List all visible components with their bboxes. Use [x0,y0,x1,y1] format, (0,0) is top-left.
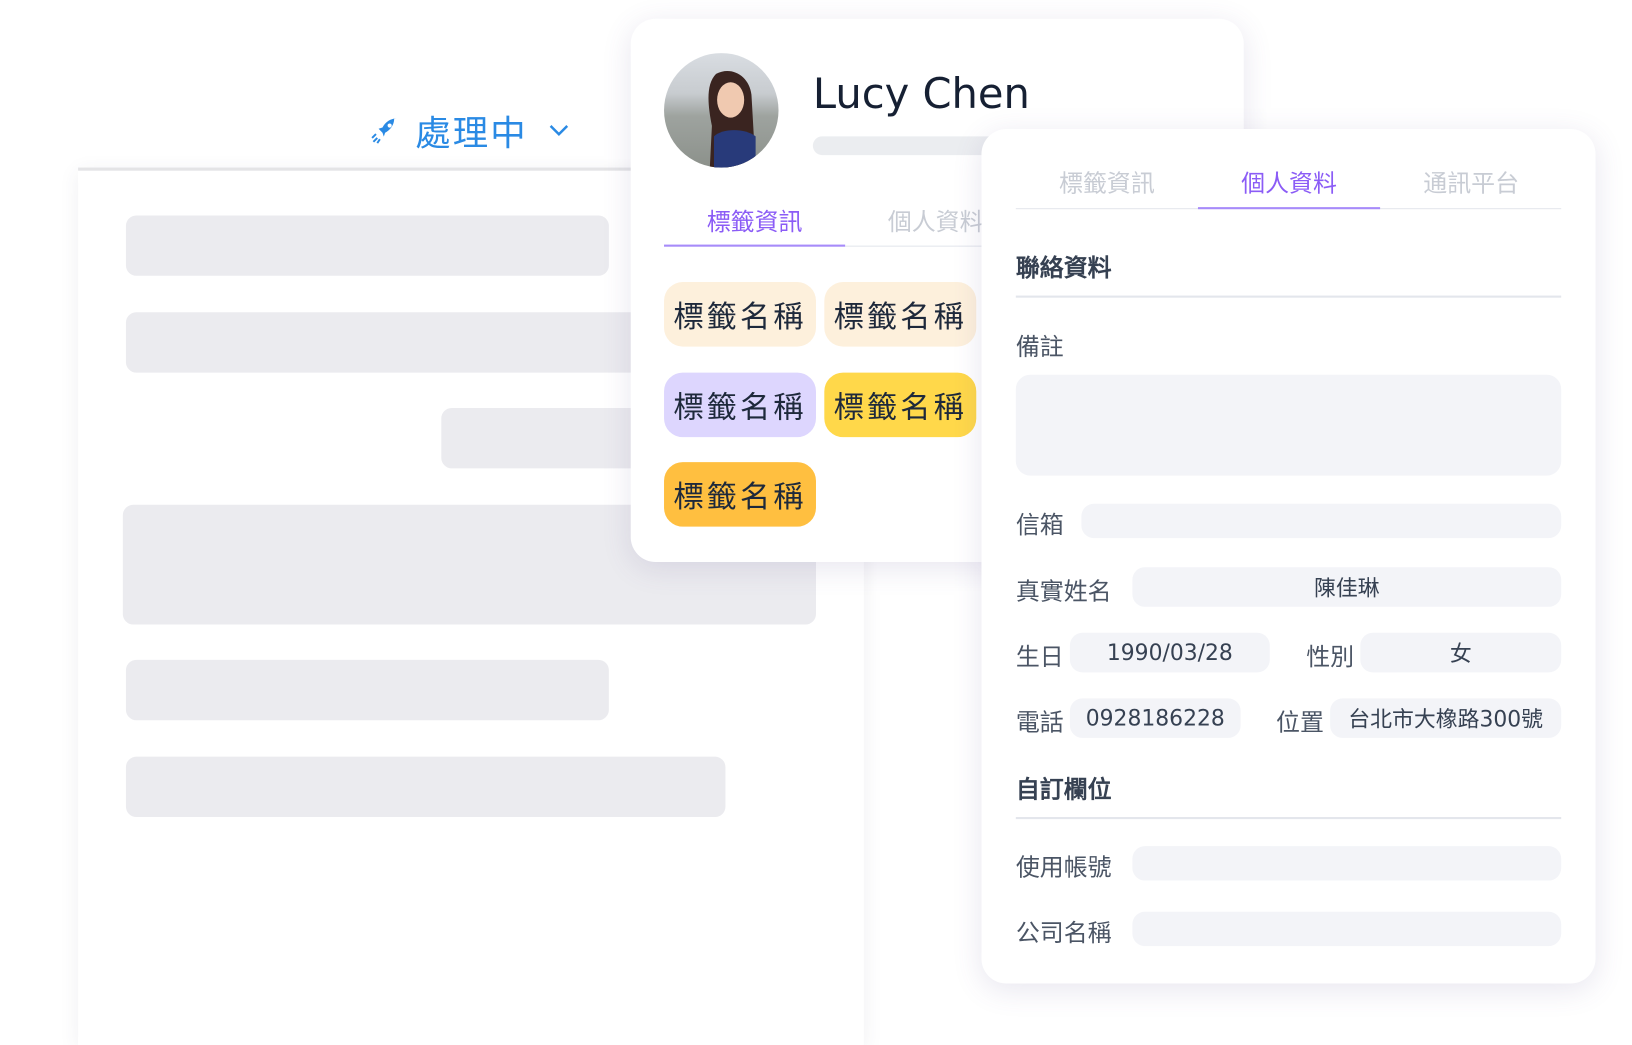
phone-field[interactable]: 0928186228 [1069,698,1241,738]
section-divider [1015,817,1562,820]
gender-label: 性別 [1306,644,1355,672]
active-tab-indicator [1197,207,1381,210]
company-field[interactable] [1132,911,1562,947]
account-label: 使用帳號 [1015,854,1112,882]
status-dropdown[interactable]: 處理中 [369,104,585,156]
tag-chip[interactable]: 標籤名稱 [664,372,816,438]
active-tab-indicator [664,244,846,247]
birthday-field[interactable]: 1990/03/28 [1069,632,1270,673]
section-title-custom: 自訂欄位 [1015,776,1112,804]
rocket-icon [371,118,397,144]
tag-chip[interactable]: 標籤名稱 [664,462,816,527]
contact-detail-card: 標籤資訊 個人資料 通訊平台 聯絡資料 備註 信箱 真實姓名 陳佳琳 生日 19… [981,129,1596,984]
location-label: 位置 [1276,709,1324,737]
skeleton-line [125,215,609,276]
tab-personal-info[interactable]: 個人資料 [887,209,984,237]
location-field[interactable]: 台北市大橡路300號 [1330,698,1562,738]
tab-personal-info[interactable]: 個人資料 [1241,170,1337,198]
company-label: 公司名稱 [1015,920,1112,948]
section-divider [1015,295,1562,298]
realname-field[interactable]: 陳佳琳 [1132,567,1562,607]
skeleton-line [125,756,726,818]
note-label: 備註 [1015,334,1064,362]
section-title-contact: 聯絡資料 [1015,254,1112,283]
note-textarea[interactable] [1015,374,1562,476]
birthday-label: 生日 [1015,644,1064,672]
tag-chip[interactable]: 標籤名稱 [664,282,816,347]
status-label: 處理中 [415,112,528,155]
email-field[interactable] [1081,503,1562,539]
email-label: 信箱 [1015,512,1064,540]
tab-tag-info[interactable]: 標籤資訊 [706,209,803,237]
avatar [664,53,779,168]
contact-name: Lucy Chen [812,70,1030,119]
phone-label: 電話 [1015,709,1064,737]
tab-messaging-platform[interactable]: 通訊平台 [1423,170,1520,198]
realname-label: 真實姓名 [1015,578,1112,606]
gender-field[interactable]: 女 [1360,632,1562,673]
tag-chip[interactable]: 標籤名稱 [824,372,977,438]
chevron-down-icon [549,125,569,137]
tab-divider [664,245,1206,247]
skeleton-line [125,659,609,721]
tag-chip[interactable]: 標籤名稱 [824,282,977,347]
tab-tag-info[interactable]: 標籤資訊 [1059,170,1155,198]
skeleton-line [125,312,709,373]
account-field[interactable] [1132,846,1562,881]
